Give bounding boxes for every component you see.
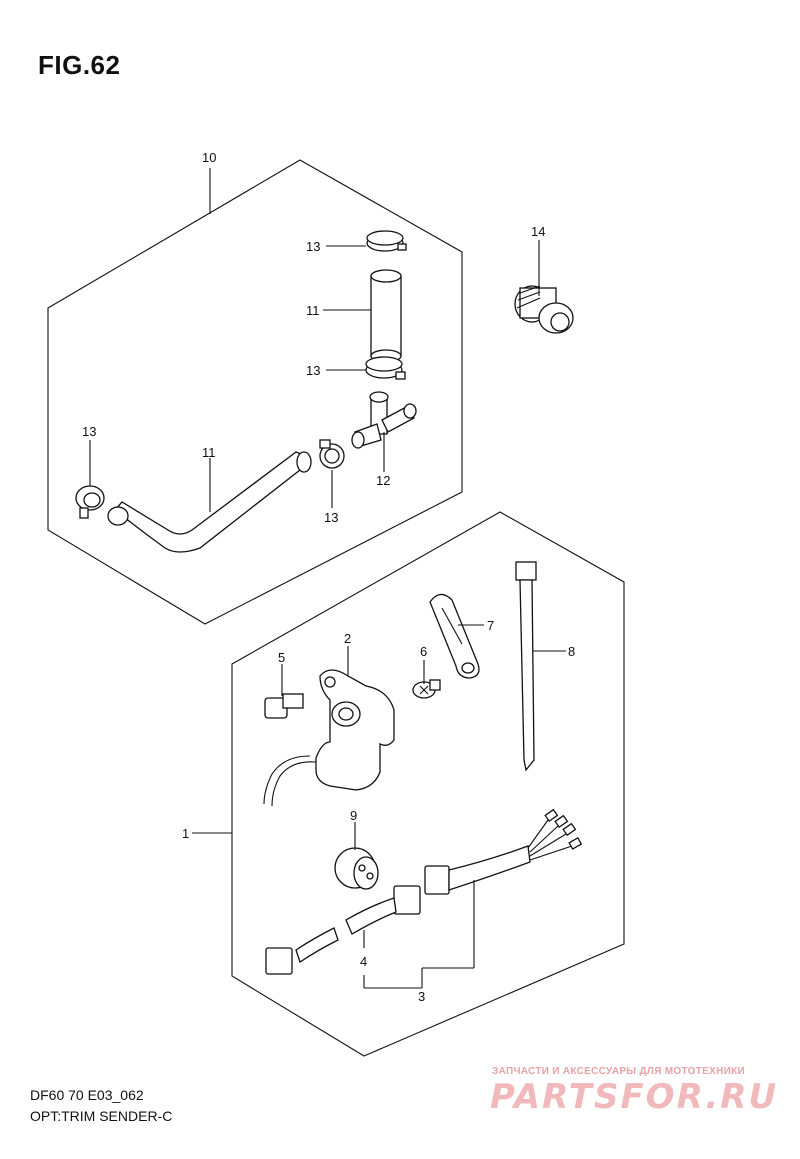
hose-clamp-13-top[interactable] [366, 230, 407, 252]
cable-tie-8[interactable] [515, 561, 537, 772]
callout-13-middle: 13 [306, 363, 320, 378]
grommet-9[interactable] [334, 847, 379, 890]
callout-14: 14 [531, 224, 545, 239]
callout-13-top: 13 [306, 239, 320, 254]
callout-4: 4 [360, 954, 367, 969]
callout-6: 6 [420, 644, 427, 659]
group-10-outline [47, 159, 463, 625]
callout-12: 12 [376, 473, 390, 488]
watermark-logo: PARTSFOR.RU [490, 1077, 779, 1117]
wire-harness-3[interactable] [424, 808, 583, 895]
plug-part-14[interactable] [514, 285, 574, 334]
watermark-tagline: ЗАПЧАСТИ И АКСЕССУАРЫ ДЛЯ МОТОТЕХНИКИ [492, 1066, 745, 1077]
hose-clamp-13-lower[interactable] [319, 439, 345, 469]
group-1-outline [231, 511, 625, 1057]
bracket-7[interactable] [429, 593, 480, 679]
callout-3: 3 [418, 989, 425, 1004]
callout-8: 8 [568, 644, 575, 659]
hose-clamp-13-left[interactable] [75, 485, 105, 519]
trim-sender-2[interactable] [263, 669, 395, 807]
bolt-5[interactable] [264, 693, 304, 719]
callout-11-long: 11 [202, 445, 216, 460]
callout-10: 10 [202, 150, 216, 165]
joint-12[interactable] [351, 391, 417, 449]
diagram-code: DF60 70 E03_062 [30, 1087, 144, 1103]
hose-11-short[interactable] [370, 269, 402, 363]
callout-7: 7 [487, 618, 494, 633]
diagram-name: OPT:TRIM SENDER-C [30, 1108, 173, 1124]
callout-11-short: 11 [306, 303, 320, 318]
wire-harness-4[interactable] [265, 885, 421, 975]
callout-2: 2 [344, 631, 351, 646]
callout-1: 1 [182, 826, 189, 841]
figure-title: FIG.62 [38, 50, 121, 80]
callout-13-lower: 13 [324, 510, 338, 525]
callout-5: 5 [278, 650, 285, 665]
hose-11-long[interactable] [107, 451, 312, 553]
callout-9: 9 [350, 808, 357, 823]
hose-clamp-13-middle[interactable] [365, 356, 406, 380]
callout-13-left: 13 [82, 424, 96, 439]
screw-6[interactable] [412, 679, 441, 699]
